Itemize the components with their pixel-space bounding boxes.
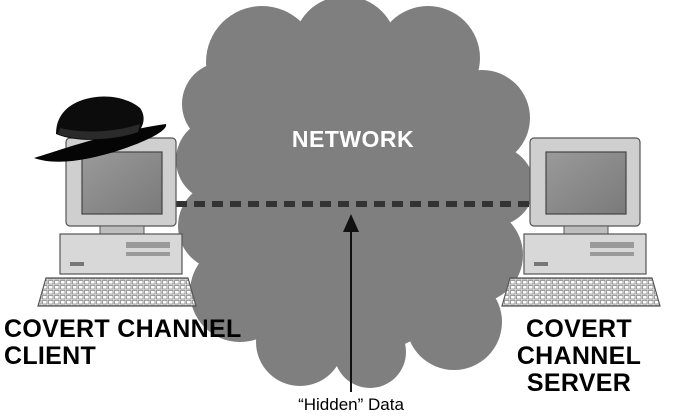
server-label-line2: SERVER [526, 369, 632, 397]
client-computer-icon [34, 96, 197, 307]
server-computer-icon [501, 137, 661, 307]
up-arrow-icon [343, 214, 359, 392]
network-label: NETWORK [291, 126, 415, 152]
client-label: COVERT CHANNEL CLIENT [4, 316, 242, 370]
server-label: COVERT CHANNEL SERVER [462, 316, 696, 397]
server-label-line1: COVERT CHANNEL [516, 315, 642, 370]
client-label-line2: CLIENT [4, 342, 97, 370]
client-label-line1: COVERT CHANNEL [4, 315, 242, 343]
network-cloud [176, 0, 534, 388]
hidden-data-label: “Hidden” Data [298, 395, 404, 414]
fedora-hat-icon [34, 96, 167, 162]
